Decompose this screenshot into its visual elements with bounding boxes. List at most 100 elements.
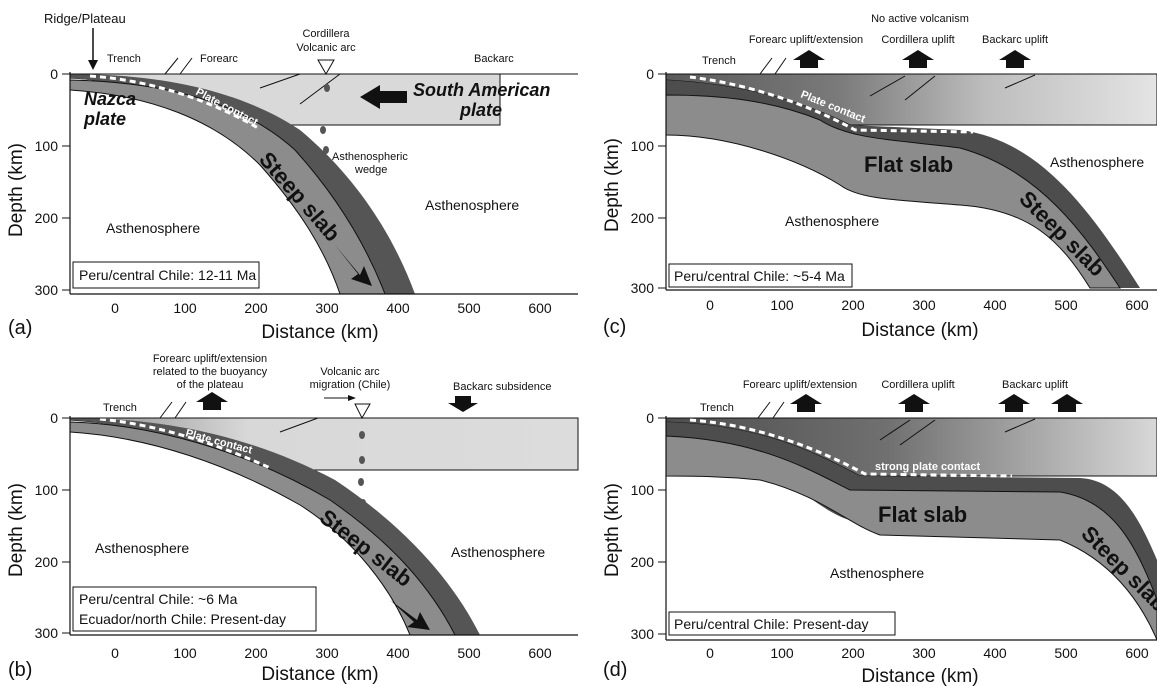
ytick: 200 <box>631 554 655 570</box>
asthenosphere-label: Asthenosphere <box>425 197 519 213</box>
panel-d: 0 100 200 300 0 100 200 300 400 500 600 … <box>602 379 1157 686</box>
flat-slab-label: Flat slab <box>864 152 953 177</box>
ytick: 0 <box>50 66 58 82</box>
volcano-icon <box>317 59 335 76</box>
ytick: 100 <box>631 138 655 154</box>
panel-c: 0 100 200 300 0 100 200 300 400 500 600 … <box>602 13 1157 341</box>
ytick: 100 <box>35 138 59 154</box>
no-volcanism-label: No active volcanism <box>871 13 969 25</box>
arc-label: Volcanic arc <box>320 366 380 378</box>
asthenosphere-label: Asthenosphere <box>95 540 189 556</box>
uplift-arrows <box>793 50 1031 68</box>
xtick: 0 <box>706 645 714 661</box>
forearc-label: Forearc uplift/extension <box>749 34 863 46</box>
xtick: 0 <box>111 300 119 316</box>
y-axis-label: Depth (km) <box>602 138 623 232</box>
forearc-label: Forearc uplift/extension <box>153 353 267 365</box>
yticks-d: 0 100 200 300 <box>631 410 666 642</box>
caption-box <box>668 263 853 288</box>
x-axis-label: Distance (km) <box>861 666 978 686</box>
slab-dark-c <box>666 80 1140 288</box>
trench-label: Trench <box>103 402 137 414</box>
yticks-b: 0 100 200 300 <box>35 410 70 641</box>
asthenosphere-label: Asthenosphere <box>785 213 879 229</box>
xtick: 200 <box>841 297 865 313</box>
flat-slab-label: Flat slab <box>878 502 967 527</box>
backarc-label: Backarc subsidence <box>453 381 551 393</box>
xtick: 600 <box>528 645 552 661</box>
uplift-arrow-icon <box>196 392 228 410</box>
xtick: 200 <box>244 300 268 316</box>
panel-letter: (c) <box>603 316 626 338</box>
caption-text: Peru/central Chile: 12-11 Ma <box>79 267 256 283</box>
plate-contact-line-b <box>99 417 271 470</box>
xtick: 500 <box>457 645 481 661</box>
xtick: 600 <box>528 300 552 316</box>
fault-lines <box>759 57 1036 101</box>
y-axis-label: Depth (km) <box>6 143 27 237</box>
melt-drops <box>358 431 366 507</box>
arc-label: Cordillera <box>302 28 350 40</box>
xtick: 400 <box>386 300 410 316</box>
ytick: 300 <box>35 282 59 298</box>
ytick: 200 <box>35 210 59 226</box>
subsidence-arrow-icon <box>448 396 478 412</box>
y-axis-label: Depth (km) <box>6 483 27 577</box>
convergence-arrow <box>360 85 407 109</box>
fault-lines <box>164 57 341 105</box>
asthenosphere-label: Asthenosphere <box>106 220 200 236</box>
yticks-c: 0 100 200 300 <box>631 66 666 296</box>
forearc-label: Forearc uplift/extension <box>743 379 857 391</box>
panel-b: 0 100 200 300 0 100 200 300 400 500 600 … <box>6 353 579 685</box>
plate-contact-line-d <box>689 418 1013 478</box>
xtick: 200 <box>244 645 268 661</box>
x-axis-label: Distance (km) <box>861 320 978 341</box>
panel-letter: (b) <box>8 659 32 681</box>
xtick: 0 <box>706 297 714 313</box>
x-axis-label: Distance (km) <box>261 322 378 343</box>
xtick: 100 <box>173 645 197 661</box>
ytick: 0 <box>646 66 654 82</box>
caption-box <box>668 611 896 636</box>
ytick: 0 <box>646 410 654 426</box>
panel-a: 0 100 200 300 0 100 200 300 400 500 600 … <box>6 11 578 343</box>
ytick: 100 <box>35 482 59 498</box>
xtick: 400 <box>983 645 1007 661</box>
ytick: 200 <box>631 210 655 226</box>
xtick: 600 <box>1125 645 1149 661</box>
xticks-a: 0 100 200 300 400 500 600 <box>111 300 552 316</box>
cordillera-label: Cordillera uplift <box>881 34 954 46</box>
caption-text: Ecuador/north Chile: Present-day <box>79 611 286 627</box>
xtick: 0 <box>111 645 119 661</box>
forearc-label: Forearc <box>200 53 238 65</box>
ytick: 100 <box>631 482 655 498</box>
xtick: 100 <box>173 300 197 316</box>
xtick: 500 <box>457 300 481 316</box>
arc-label: migration (Chile) <box>310 379 391 391</box>
wedge-label: wedge <box>354 164 387 176</box>
wedge-label: Asthenospheric <box>332 151 408 163</box>
arc-label: Volcanic arc <box>296 42 356 54</box>
xtick: 300 <box>315 300 339 316</box>
ytick: 200 <box>35 554 59 570</box>
xticks-d: 0 100 200 300 400 500 600 <box>706 645 1149 661</box>
slab-arrow <box>335 245 372 286</box>
nazca-plate-label: Nazca <box>84 89 136 109</box>
caption-text: Peru/central Chile: ~5-4 Ma <box>674 268 845 284</box>
uplift-arrows <box>790 394 1083 412</box>
panel-letter: (a) <box>8 317 32 339</box>
xticks-c: 0 100 200 300 400 500 600 <box>706 297 1149 313</box>
trench-label: Trench <box>107 53 141 65</box>
xtick: 300 <box>315 645 339 661</box>
plate-contact-label: strong plate contact <box>875 461 980 473</box>
plate-contact-line-a <box>89 74 259 130</box>
asthenosphere-label: Asthenosphere <box>451 544 545 560</box>
forearc-label: related to the buoyancy <box>153 366 268 378</box>
xtick: 200 <box>841 645 865 661</box>
nazca-plate-label: plate <box>83 109 126 129</box>
volcano-icon <box>354 403 371 420</box>
fault-lines <box>757 401 1036 446</box>
caption-text: Peru/central Chile: ~6 Ma <box>79 591 238 607</box>
south-american-plate-label: South American <box>413 80 550 100</box>
asthenosphere-label: Asthenosphere <box>1050 154 1144 170</box>
